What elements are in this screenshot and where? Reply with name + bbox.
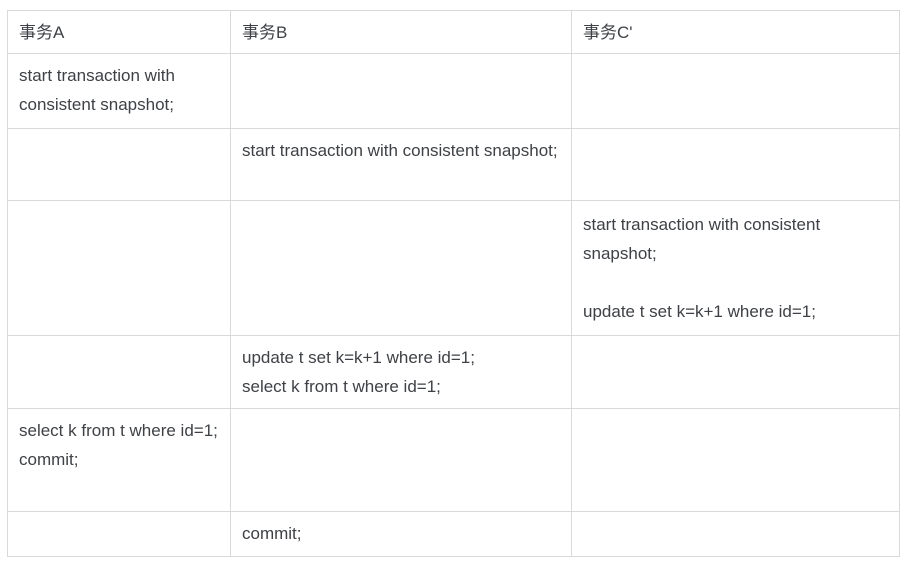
table-row: update t set k=k+1 where id=1; select k … (7, 335, 900, 409)
cell-r4-tx-a (7, 335, 231, 409)
table-row: commit; (7, 511, 900, 557)
cell-r5-tx-a: select k from t where id=1; commit; (7, 408, 231, 512)
cell-r5-tx-c (571, 408, 900, 512)
header-row: 事务A 事务B 事务C' (7, 10, 900, 54)
table-row: start transaction with consistent snapsh… (7, 128, 900, 201)
cell-r1-tx-c (571, 53, 900, 129)
cell-r2-tx-a (7, 128, 231, 201)
column-header-tx-c: 事务C' (571, 10, 900, 54)
cell-r3-tx-b (230, 200, 572, 336)
cell-r5-tx-b (230, 408, 572, 512)
cell-r1-tx-b (230, 53, 572, 129)
table-row: start transaction with consistent snapsh… (7, 53, 900, 129)
cell-r6-tx-a (7, 511, 231, 557)
cell-r4-tx-c (571, 335, 900, 409)
cell-r6-tx-c (571, 511, 900, 557)
column-header-tx-b: 事务B (230, 10, 572, 54)
column-header-tx-a: 事务A (7, 10, 231, 54)
cell-r1-tx-a: start transaction with consistent snapsh… (7, 53, 231, 129)
table-row: select k from t where id=1; commit; (7, 408, 900, 512)
cell-r4-tx-b: update t set k=k+1 where id=1; select k … (230, 335, 572, 409)
cell-r2-tx-c (571, 128, 900, 201)
cell-r3-tx-c: start transaction with consistent snapsh… (571, 200, 900, 336)
cell-r2-tx-b: start transaction with consistent snapsh… (230, 128, 572, 201)
transaction-timeline-table: 事务A 事务B 事务C' start transaction with cons… (7, 10, 900, 557)
cell-r3-tx-a (7, 200, 231, 336)
cell-r6-tx-b: commit; (230, 511, 572, 557)
table-row: start transaction with consistent snapsh… (7, 200, 900, 336)
